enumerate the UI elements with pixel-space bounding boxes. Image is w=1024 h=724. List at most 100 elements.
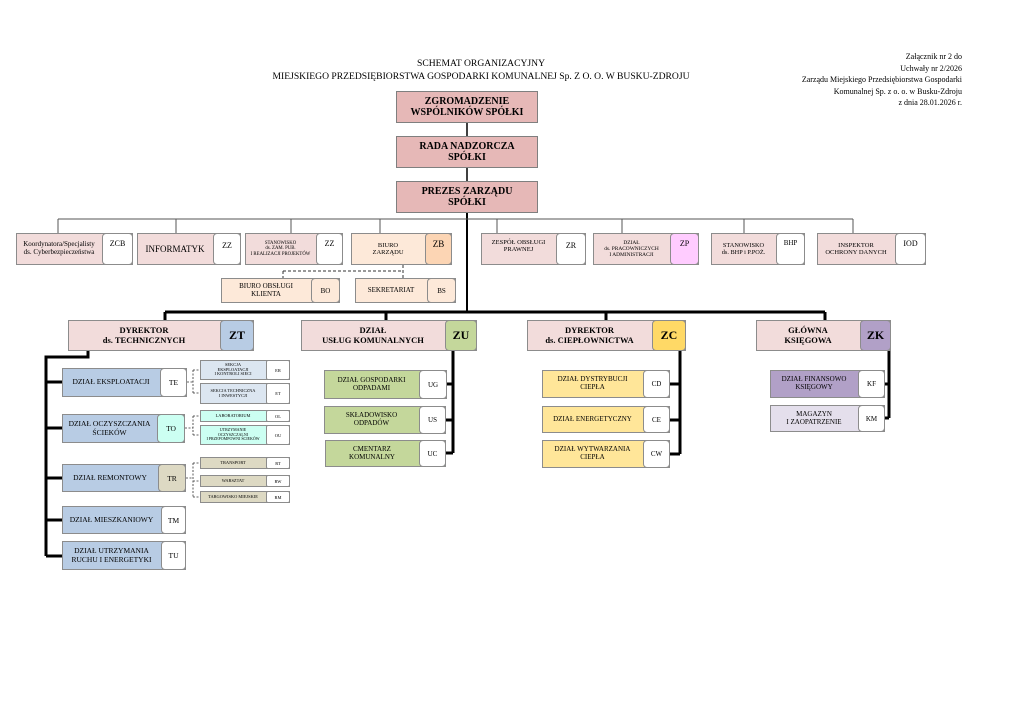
unit-code: ER	[266, 360, 290, 380]
box-management-president: PREZES ZARZĄDU SPÓŁKI	[396, 181, 538, 213]
unit-code: RT	[266, 457, 290, 469]
unit-label: TRANSPORT	[220, 459, 246, 465]
unit-label: Koordynatora/Specjalisty ds. Cyberbezpie…	[23, 240, 95, 256]
section-workshop: WARSZTAT RW	[200, 475, 290, 487]
unit-code: KF	[858, 370, 885, 398]
section-city-market: TARGOWISKO MIEJSKIE RM	[200, 491, 290, 503]
section-network-operations: SEKCJA EKSPLOATACJI I KONTROLI SIECI ER	[200, 360, 290, 380]
technical-tree	[44, 351, 90, 558]
unit-code: ZR	[556, 233, 586, 265]
staff-connectors	[57, 218, 854, 233]
annex-line: Uchwały nr 2/2026	[900, 63, 962, 73]
box-supervisory-board: RADA NADZORCZA SPÓŁKI	[396, 136, 538, 168]
section-treatment-plant: UTRZYMANIE OCZYSZCZALNI I PRZEPOMPOWNI Ś…	[200, 425, 290, 445]
annex-line: Załącznik nr 2 do	[905, 52, 962, 61]
unit-code: ZK	[860, 320, 891, 351]
unit-code: BHP	[776, 233, 805, 265]
unit-label: BIURO OBSŁUGI KLIENTA	[239, 281, 293, 298]
chart-header: SCHEMAT ORGANIZACYJNY MIEJSKIEGO PRZEDSI…	[201, 57, 761, 83]
unit-energy: DZIAŁ ENERGETYCZNY CE	[542, 406, 670, 433]
unit-label: DZIAŁ GOSPODARKI ODPADAMI	[337, 375, 406, 392]
unit-label: STANOWISKO ds. BHP i P.POŻ.	[721, 241, 766, 256]
unit-code: UC	[419, 440, 446, 467]
heating-tree	[670, 351, 682, 456]
accounting-tree	[885, 351, 891, 420]
unit-label: DZIAŁ OCZYSZCZANIA ŚCIEKÓW	[68, 419, 151, 437]
unit-code: CD	[643, 370, 670, 398]
unit-cemetery: CMENTARZ KOMUNALNY UC	[325, 440, 446, 467]
unit-code: BS	[427, 278, 456, 303]
unit-label: DZIAŁ MIESZKANIOWY	[69, 514, 154, 524]
unit-public-procurement: STANOWISKO ds. ZAM. PUB. I REALIZACJI PR…	[245, 233, 343, 265]
unit-label: CMENTARZ KOMUNALNY	[349, 444, 395, 461]
unit-code: US	[419, 406, 446, 434]
unit-code: TO	[157, 414, 185, 443]
unit-code: CE	[643, 406, 670, 433]
unit-code: BO	[311, 278, 340, 303]
unit-code: TM	[161, 506, 186, 534]
unit-communal-services: DZIAŁ USŁUG KOMUNALNYCH ZU	[301, 320, 477, 351]
unit-heat-distribution: DZIAŁ DYSTRYBUCJI CIEPŁA CD	[542, 370, 670, 398]
unit-heating-director: DYREKTOR ds. CIEPŁOWNICTWA ZC	[527, 320, 686, 351]
unit-technical-director: DYREKTOR ds. TECHNICZNYCH ZT	[68, 320, 254, 351]
unit-code: ZT	[220, 320, 254, 351]
section-transport: TRANSPORT RT	[200, 457, 290, 469]
unit-legal-team: ZESPÓŁ OBSŁUGI PRAWNEJ ZR	[481, 233, 586, 265]
unit-label: SEKCJA TECHNICZNA I INWESTYCJI	[210, 387, 256, 398]
unit-label: MAGAZYN I ZAOPATRZENIE	[786, 409, 842, 426]
unit-label: WARSZTAT	[221, 477, 245, 483]
unit-data-protection: INSPEKTOR OCHRONY DANYCH IOD	[817, 233, 926, 265]
annex-line: z dnia 28.01.2026 r.	[898, 98, 962, 107]
unit-housing: DZIAŁ MIESZKANIOWY TM	[62, 506, 186, 534]
unit-label: INSPEKTOR OCHRONY DANYCH	[825, 241, 887, 256]
unit-label: SEKCJA EKSPLOATACJI I KONTROLI SIECI	[214, 361, 252, 377]
unit-sewage-treatment: DZIAŁ OCZYSZCZANIA ŚCIEKÓW TO	[62, 414, 185, 443]
unit-it: INFORMATYK ZZ	[137, 233, 241, 265]
unit-heat-generation: DZIAŁ WYTWARZANIA CIEPŁA CW	[542, 440, 670, 468]
unit-label: DYREKTOR ds. TECHNICZNYCH	[102, 324, 186, 345]
annex-note: Załącznik nr 2 do Uchwały nr 2/2026 Zarz…	[742, 51, 962, 109]
unit-label: SKŁADOWISKO ODPADÓW	[345, 411, 398, 427]
unit-code: ET	[266, 383, 290, 404]
unit-label: INFORMATYK	[145, 243, 205, 254]
unit-label: GŁÓWNA KSIĘGOWA	[784, 324, 832, 345]
annex-line: Zarządu Miejskiego Przedsiębiorstwa Gosp…	[801, 75, 962, 84]
unit-code: CW	[643, 440, 670, 468]
unit-label: SEKRETARIAT	[367, 285, 415, 294]
unit-code: ZB	[425, 233, 452, 265]
unit-code: RM	[266, 491, 290, 503]
unit-health-safety: STANOWISKO ds. BHP i P.POŻ. BHP	[711, 233, 805, 265]
unit-finance-accounting: DZIAŁ FINANSOWO KSIĘGOWY KF	[770, 370, 885, 398]
unit-label: DZIAŁ EKSPLOATACJI	[72, 377, 150, 387]
unit-label: TARGOWISKO MIEJSKIE	[208, 493, 258, 499]
unit-code: ZC	[652, 320, 686, 351]
unit-label: DZIAŁ WYTWARZANIA CIEPŁA	[554, 445, 631, 461]
unit-code: RW	[266, 475, 290, 487]
section-dashed-connectors	[185, 369, 200, 498]
unit-code: UG	[419, 370, 447, 399]
unit-label: STANOWISKO ds. ZAM. PUB. I REALIZACJI PR…	[250, 240, 311, 257]
unit-code: ZZ	[316, 233, 343, 265]
unit-code: ZP	[670, 233, 699, 265]
chart-subtitle: MIEJSKIEGO PRZEDSIĘBIORSTWA GOSPODARKI K…	[272, 71, 690, 82]
director-connectors	[163, 310, 827, 320]
unit-maintenance-energy: DZIAŁ UTRZYMANIA RUCHU I ENERGETYKI TU	[62, 541, 186, 570]
office-dashed-connectors	[282, 265, 404, 278]
unit-label: DZIAŁ USŁUG KOMUNALNYCH	[322, 324, 424, 345]
unit-label: DZIAŁ UTRZYMANIA RUCHU I ENERGETYKI	[71, 546, 152, 564]
unit-label: DZIAŁ FINANSOWO KSIĘGOWY	[781, 375, 847, 391]
unit-label: UTRZYMANIE OCZYSZCZALNI I PRZEPOMPOWNI Ś…	[206, 427, 260, 442]
chart-title: SCHEMAT ORGANIZACYJNY	[416, 58, 546, 69]
unit-warehouse-supply: MAGAZYN I ZAOPATRZENIE KM	[770, 405, 885, 432]
unit-waste-management: DZIAŁ GOSPODARKI ODPADAMI UG	[324, 370, 447, 399]
unit-landfill: SKŁADOWISKO ODPADÓW US	[324, 406, 446, 434]
unit-code: OL	[266, 410, 290, 422]
unit-code: KM	[858, 405, 885, 432]
unit-customer-service: BIURO OBSŁUGI KLIENTA BO	[221, 278, 340, 303]
unit-code: TR	[158, 464, 186, 492]
unit-label: DZIAŁ ds. PRACOWNICZYCH I ADMINISTRACJI	[604, 239, 659, 259]
section-technical-investment: SEKCJA TECHNICZNA I INWESTYCJI ET	[200, 383, 290, 404]
unit-operations: DZIAŁ EKSPLOATACJI TE	[62, 368, 187, 397]
